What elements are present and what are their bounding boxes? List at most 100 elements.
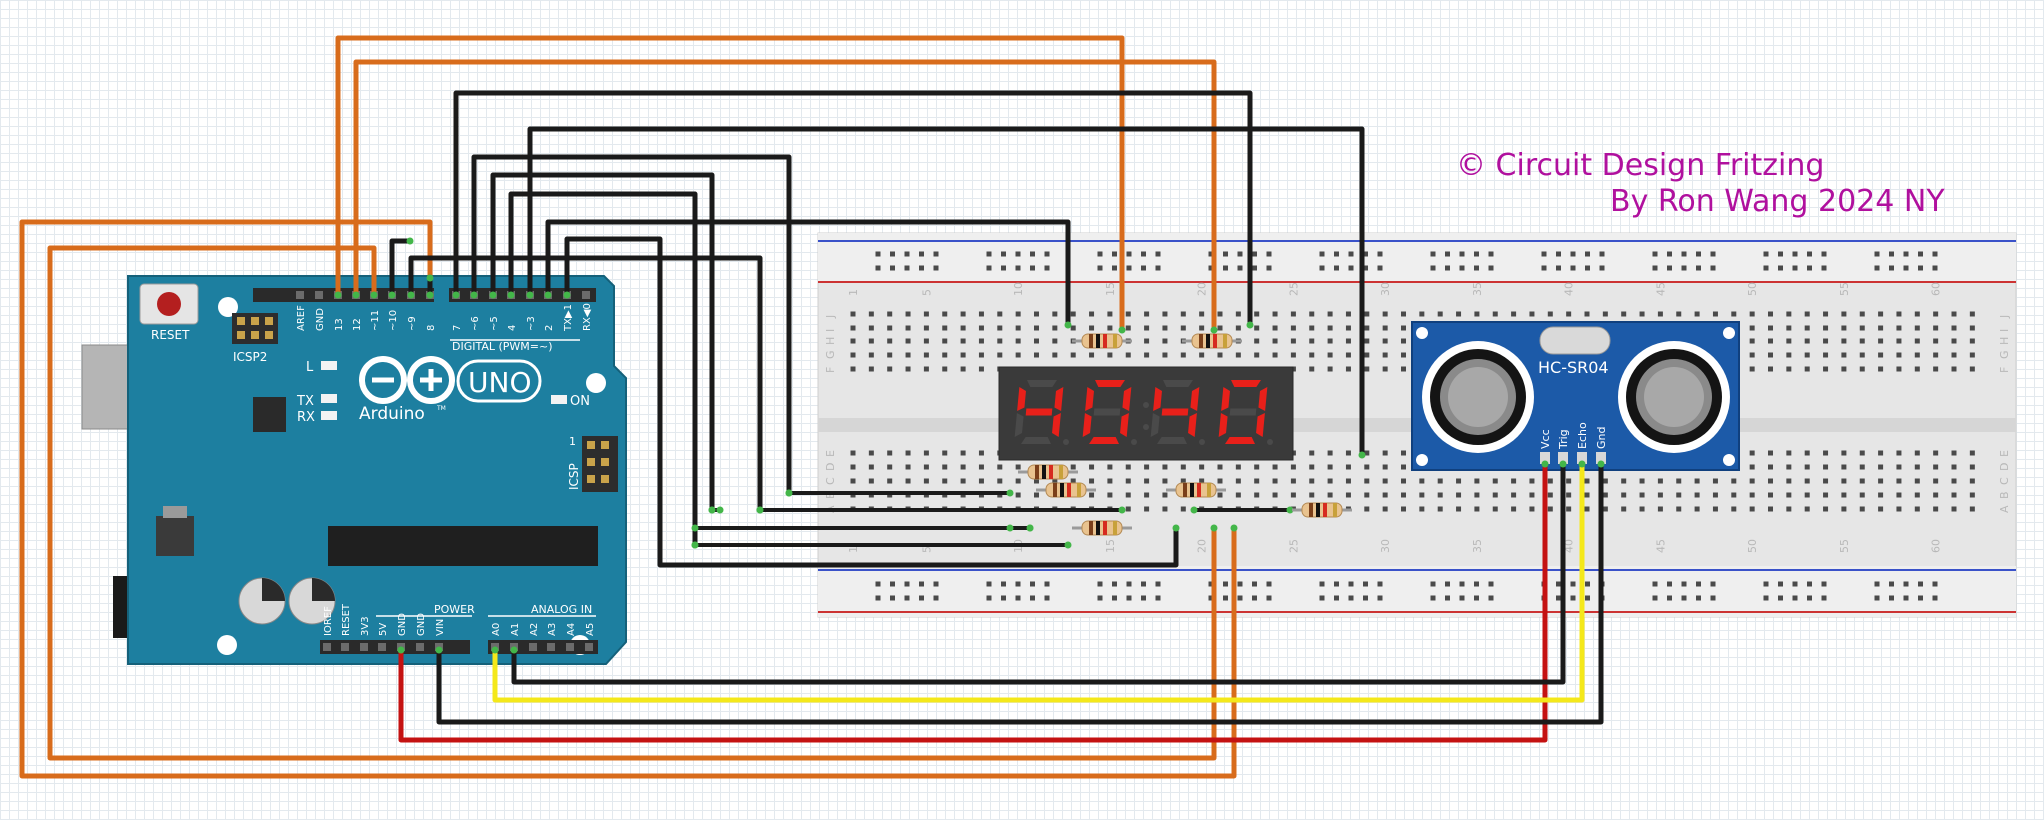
column-number: 60 <box>1930 539 1943 553</box>
rail-hole <box>1874 595 1880 601</box>
column-number: 25 <box>1287 539 1300 553</box>
mount-hole <box>1723 454 1735 466</box>
breadboard-hole <box>868 366 874 372</box>
breadboard-hole <box>1786 506 1792 512</box>
rail-hole <box>1459 581 1465 587</box>
display-digit <box>1218 380 1273 445</box>
atmega328-chip <box>328 526 598 566</box>
breadboard-hole <box>1254 352 1260 358</box>
led-tx <box>321 394 337 403</box>
header-pin <box>237 331 245 339</box>
breadboard-hole <box>1015 311 1021 317</box>
breadboard-hole <box>1309 478 1315 484</box>
breadboard-hole <box>1015 352 1021 358</box>
analog-pin[interactable] <box>547 643 555 651</box>
rail-hole <box>1570 251 1576 257</box>
power-pin[interactable] <box>360 643 368 651</box>
breadboard-hole <box>1107 352 1113 358</box>
rail-hole <box>1710 581 1716 587</box>
column-number: 35 <box>1471 539 1484 553</box>
breadboard-hole <box>1786 464 1792 470</box>
breadboard-hole <box>1529 492 1535 498</box>
column-number: 50 <box>1746 539 1759 553</box>
column-number: 45 <box>1654 282 1667 296</box>
digital-pin-label: 13 <box>334 318 345 331</box>
rail-hole <box>1474 265 1479 271</box>
breadboard-hole <box>1676 492 1682 498</box>
sensor-pin[interactable] <box>1577 452 1587 464</box>
power-pin-label: VIN <box>435 619 446 636</box>
rail-hole <box>1541 251 1547 257</box>
breadboard-hole <box>942 464 948 470</box>
breadboard-hole <box>978 478 984 484</box>
digital-pin[interactable] <box>296 291 304 299</box>
sensor-pin[interactable] <box>1540 452 1550 464</box>
breadboard-hole <box>1859 478 1865 484</box>
reset-button[interactable] <box>139 283 199 325</box>
digital-label: DIGITAL (PWM=~) <box>452 340 553 353</box>
segment <box>1120 413 1129 437</box>
wire-endpoint <box>397 646 405 654</box>
digital-pin-label: ~3 <box>526 316 537 331</box>
row-letter: G <box>1998 350 2011 359</box>
row-letter: H <box>824 337 837 345</box>
breadboard-hole <box>1327 338 1333 344</box>
digital-pin[interactable] <box>315 291 323 299</box>
rail-hole <box>1430 265 1436 271</box>
breadboard-hole <box>1492 492 1498 498</box>
resistor <box>1072 520 1132 536</box>
row-letter: C <box>824 477 837 485</box>
breadboard-hole <box>942 338 948 344</box>
analog-pin[interactable] <box>566 643 574 651</box>
digital-pin-label: ~9 <box>407 316 418 331</box>
digital-pin[interactable] <box>582 291 590 299</box>
rail-hole <box>1918 595 1923 601</box>
column-number: 40 <box>1563 282 1576 296</box>
breadboard-hole <box>1529 478 1535 484</box>
breadboard-hole <box>1602 506 1608 512</box>
breadboard-hole <box>1878 338 1884 344</box>
breadboard-hole <box>1217 325 1223 331</box>
breadboard-hole <box>850 366 856 372</box>
column-number: 40 <box>1563 539 1576 553</box>
rail-hole <box>1889 581 1894 587</box>
power-pin[interactable] <box>378 643 386 651</box>
resistor <box>1072 333 1132 349</box>
breadboard-hole <box>1401 450 1406 456</box>
breadboard-hole <box>1474 478 1480 484</box>
segment <box>1122 387 1132 411</box>
power-pin[interactable] <box>323 643 331 651</box>
rail-hole <box>1252 251 1257 257</box>
rail-hole <box>1488 595 1494 601</box>
icsp-label: ICSP <box>567 463 581 490</box>
sensor-pin[interactable] <box>1596 452 1606 464</box>
breadboard-hole <box>1070 311 1076 317</box>
sensor-pin[interactable] <box>1558 452 1568 464</box>
wire-endpoint <box>1026 524 1034 532</box>
breadboard-hole <box>1345 492 1351 498</box>
power-pin[interactable] <box>341 643 349 651</box>
breadboard-hole <box>1896 464 1902 470</box>
digital-pin-label: ~5 <box>489 316 500 331</box>
rail-hole <box>1681 581 1687 587</box>
rail-hole <box>1667 265 1672 271</box>
breadboard-hole <box>1272 464 1278 470</box>
rail-hole <box>1874 265 1880 271</box>
wire-endpoint <box>526 291 534 299</box>
breadboard-hole <box>1364 492 1370 498</box>
rail-hole <box>1763 581 1769 587</box>
power-pin[interactable] <box>416 643 424 651</box>
digital-pin-label: ~10 <box>388 310 399 331</box>
breadboard-hole <box>1456 478 1462 484</box>
breadboard-hole <box>1290 478 1296 484</box>
power-header <box>320 640 470 654</box>
analog-pin[interactable] <box>529 643 537 651</box>
wires <box>19 35 1605 779</box>
breadboard-hole <box>1951 478 1957 484</box>
rail-hole <box>1430 595 1436 601</box>
rail-hole <box>1030 251 1035 257</box>
arduino-trademark: TM <box>436 405 446 412</box>
analog-pin[interactable] <box>585 643 593 651</box>
breadboard-hole <box>1878 325 1884 331</box>
breadboard-hole <box>1107 478 1113 484</box>
